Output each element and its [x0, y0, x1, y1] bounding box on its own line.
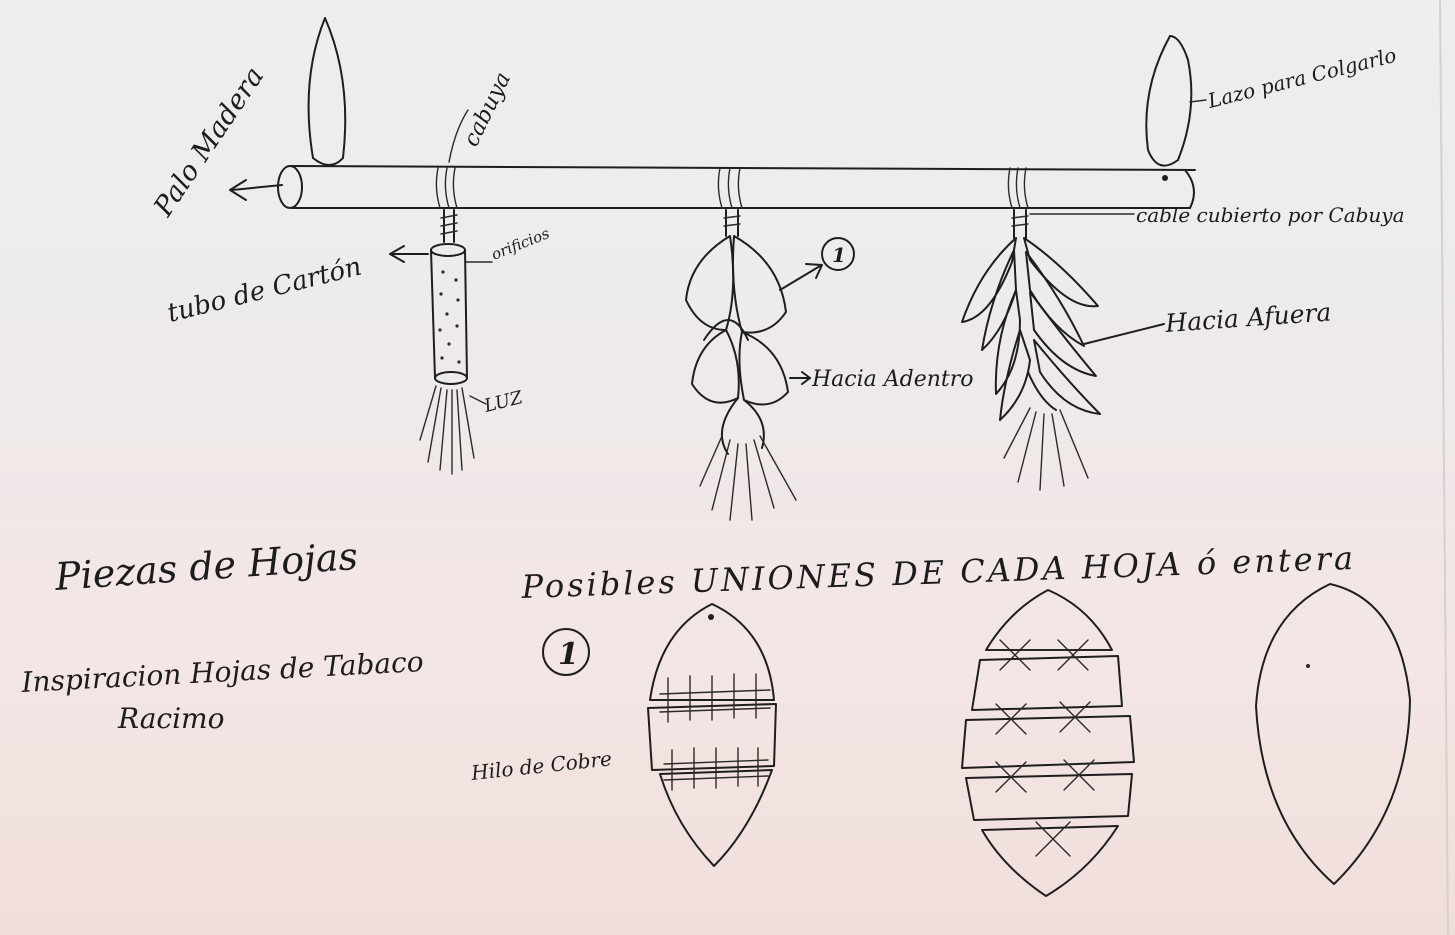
- unions-hilo-label: Hilo de Cobre: [469, 746, 613, 785]
- marker-1-arrow: [780, 264, 822, 290]
- left-hanging-loop: [309, 18, 346, 165]
- paper-right-edge: [1440, 0, 1448, 935]
- unions-marker: 1: [558, 637, 579, 672]
- leaves-inward-cluster: [686, 210, 796, 520]
- label-palo-madera: Palo Madera: [148, 62, 271, 223]
- leaf-cross-stitched-option: [962, 590, 1134, 896]
- label-lazo: Lazo para Colgarlo: [1204, 43, 1398, 113]
- tube-label-arrow: [390, 246, 428, 262]
- right-hanging-loop: [1146, 36, 1191, 166]
- label-cable: cable cubierto por Cabuya: [1136, 203, 1405, 227]
- label-hacia-afuera: Hacia Afuera: [1163, 297, 1332, 338]
- cabuya-wrap-3: [1008, 168, 1028, 208]
- lazo-pointer: [1190, 100, 1206, 102]
- afuera-pointer: [1084, 324, 1164, 344]
- cardboard-tube-lamp: [420, 210, 474, 474]
- leaf-whole-option: [1256, 584, 1410, 884]
- adentro-arrow: [790, 372, 810, 384]
- notes-inspiration: Inspiracion Hojas de Tabaco: [20, 645, 425, 699]
- cabuya-wrap-1: [436, 110, 468, 208]
- label-luz: LUZ: [481, 387, 525, 417]
- label-tubo-carton: tubo de Cartón: [164, 252, 364, 329]
- leaves-outward-cluster: [962, 210, 1100, 490]
- label-hacia-adentro: Hacia Adentro: [811, 367, 974, 392]
- label-marker-1: 1: [832, 243, 846, 267]
- leaf-stitched-option: [648, 604, 776, 866]
- cabuya-wrap-2: [718, 168, 742, 208]
- notes-racimo: Racimo: [117, 702, 224, 735]
- palo-madera-arrow: [230, 180, 282, 200]
- unions-heading: Posibles UNIONES DE CADA HOJA ó entera: [520, 539, 1357, 606]
- wooden-rod: [278, 166, 1195, 208]
- notes-title: Piezas de Hojas: [53, 534, 360, 599]
- label-orificios: orificios: [489, 224, 553, 264]
